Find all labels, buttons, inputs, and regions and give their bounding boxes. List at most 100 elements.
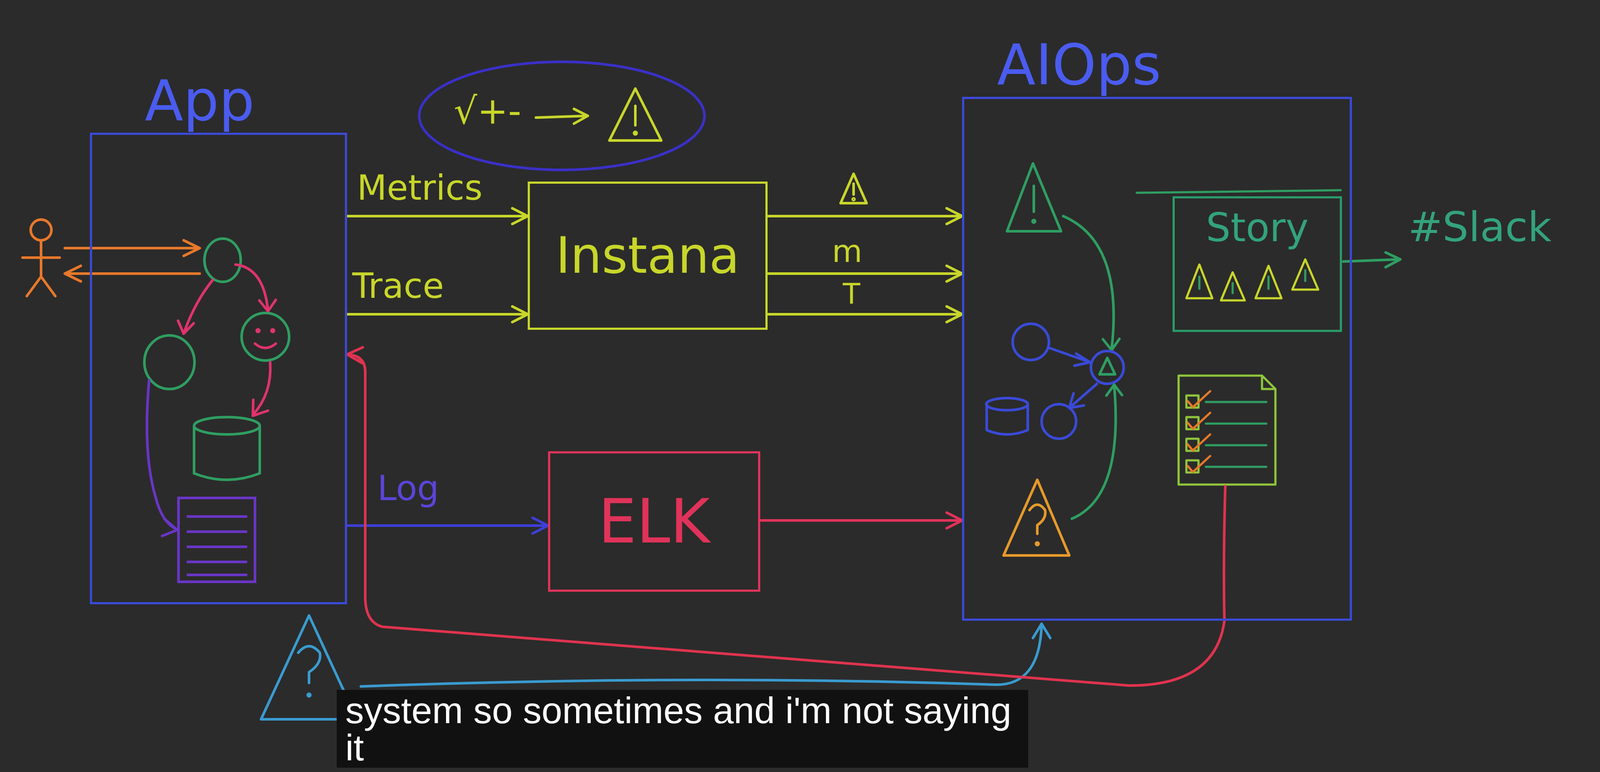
- edge-label: Trace: [352, 268, 444, 304]
- story-box: Story: [1172, 196, 1342, 332]
- alert-symbol-part: [852, 198, 855, 201]
- edge-label: Metrics: [356, 170, 483, 206]
- log-file-part: [178, 497, 255, 582]
- app-box: App: [89, 132, 348, 605]
- service-nodes: [144, 238, 290, 480]
- alert-symbol: [840, 173, 867, 204]
- channel-label: #Slack: [1408, 206, 1552, 248]
- aiops-box: AIOpsStory: [962, 96, 1352, 621]
- logging-box: ELK: [548, 451, 761, 592]
- alert-rule-note-part: [535, 108, 588, 124]
- runbook-checklist: [1178, 375, 1276, 620]
- smiley-face-part: [256, 329, 260, 332]
- connector: [767, 265, 963, 282]
- connector-line: [760, 519, 963, 522]
- connector: [767, 306, 963, 322]
- aiops-correlation-part: [1029, 504, 1046, 535]
- edge-label: T: [842, 280, 861, 309]
- connector: [347, 517, 549, 534]
- runbook-checklist-part: [1223, 486, 1226, 620]
- connector-line: [767, 312, 963, 316]
- service-nodes-part: [204, 238, 241, 282]
- connector: [767, 208, 963, 224]
- aiops-correlation-part: [1003, 479, 1070, 556]
- group-heading: App: [144, 70, 255, 132]
- node-label: Story: [1205, 206, 1309, 249]
- aiops-correlation-part: [1099, 357, 1116, 375]
- aiops-correlation-part: [1012, 323, 1049, 361]
- call-arrows: [178, 264, 276, 416]
- alert-symbol-part: [852, 183, 855, 195]
- request-arrows: [64, 240, 200, 282]
- connector: [347, 208, 528, 224]
- log-file: [178, 497, 255, 582]
- incident-symbol-part: [307, 693, 311, 697]
- aiops-correlation-part: [1071, 384, 1122, 519]
- connector: [760, 512, 963, 529]
- aiops-correlation-part: [1063, 216, 1120, 351]
- call-arrows-part: [178, 280, 213, 334]
- connector-line: [767, 272, 963, 275]
- service-nodes-part: [194, 417, 260, 435]
- runbook-checklist-part: [1178, 375, 1276, 485]
- arrow-head: [512, 306, 528, 322]
- alert-rule-note-part: [634, 105, 637, 126]
- aiops-correlation-part: [1069, 383, 1097, 408]
- story-alerts-part: [1199, 270, 1306, 294]
- arrow-head: [946, 306, 963, 322]
- alert-rule-note-part: [634, 131, 637, 135]
- request-arrows-part: [64, 240, 200, 256]
- edge-label: m: [831, 235, 863, 267]
- connector-line: [347, 214, 528, 218]
- connector: [347, 347, 1225, 686]
- node-label: Instana: [555, 228, 740, 284]
- alert-symbol-part: [840, 173, 867, 204]
- service-nodes-part: [241, 312, 290, 361]
- aiops-correlation: [986, 163, 1124, 556]
- smiley-face-part: [271, 329, 275, 332]
- arrow-head: [946, 208, 963, 224]
- group-heading: AIOps: [997, 34, 1162, 96]
- call-arrows-part: [252, 362, 271, 416]
- arrow-head: [347, 347, 363, 364]
- alert-rule-note-part: [419, 61, 705, 170]
- request-arrows-part: [64, 265, 200, 282]
- story-alerts: [1136, 190, 1401, 301]
- aiops-correlation-part: [1032, 185, 1036, 212]
- aiops-correlation-part: [1041, 404, 1077, 439]
- call-arrows-part: [235, 264, 276, 312]
- arrow-head: [512, 208, 528, 224]
- connector: [347, 306, 528, 322]
- connector-line: [347, 354, 1225, 686]
- formula-note: √+-: [453, 92, 522, 130]
- runbook-checklist-part: [1205, 401, 1267, 467]
- connector-line: [767, 214, 963, 218]
- arrow-head: [946, 512, 963, 529]
- arrow-head: [532, 517, 549, 534]
- aiops-correlation-part: [1090, 350, 1124, 384]
- alert-rule-note: [419, 61, 705, 170]
- monitoring-box: Instana: [527, 181, 768, 330]
- story-alerts-part: [1136, 190, 1341, 193]
- subtitle-caption: system so sometimes and i'm not saying i…: [336, 689, 1029, 768]
- incident-symbol-part: [298, 646, 321, 683]
- service-nodes-part: [144, 335, 195, 389]
- smiley-face: [254, 329, 276, 348]
- arrow-head: [946, 265, 963, 282]
- user-figure-part: [22, 240, 60, 297]
- user-figure: [22, 219, 60, 297]
- alert-rule-note-part: [609, 88, 662, 141]
- node-label: ELK: [598, 488, 710, 555]
- user-figure-part: [30, 219, 52, 241]
- aiops-correlation-part: [1007, 163, 1062, 232]
- log-write-arrow: [146, 380, 178, 536]
- aiops-correlation-part: [1032, 219, 1036, 223]
- aiops-correlation-part: [986, 398, 1028, 411]
- log-write-arrow-part: [146, 380, 178, 536]
- connector-line: [347, 524, 549, 527]
- aiops-correlation-part: [1049, 347, 1091, 366]
- smiley-face-part: [254, 343, 276, 348]
- connector-line: [347, 312, 528, 316]
- runbook-checklist-part: [1187, 391, 1211, 472]
- aiops-correlation-part: [1035, 542, 1039, 546]
